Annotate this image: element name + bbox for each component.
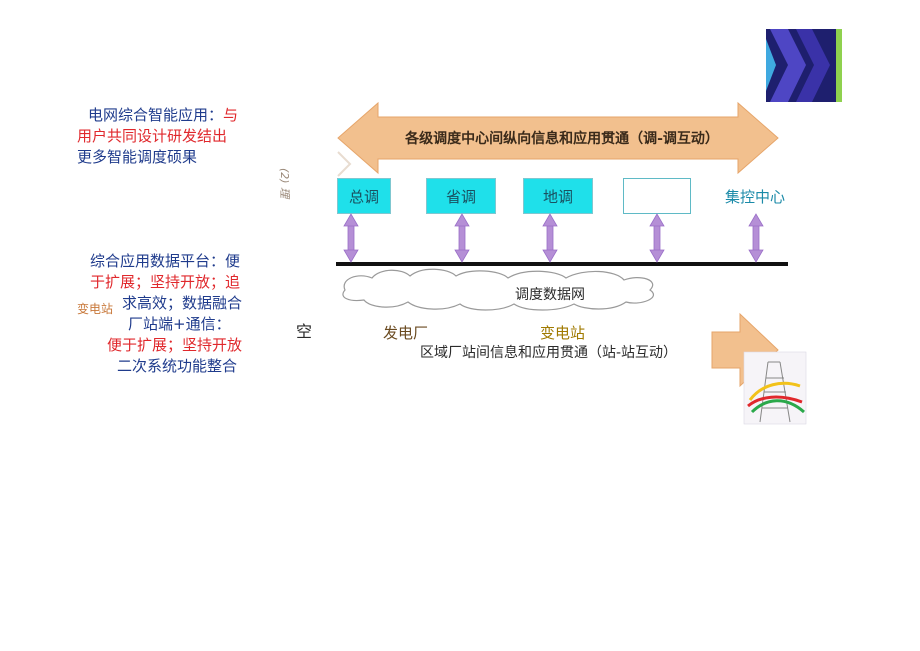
power-plant-label: 发电厂 [383, 324, 429, 342]
note1-title: 电网综合智能应用： [88, 106, 224, 124]
kong-label: 空 [296, 322, 313, 341]
corner-decoration [766, 29, 842, 102]
note1-line2: 用户共同设计研发结出 [77, 127, 228, 145]
note2-line6: 二次系统功能整合 [117, 357, 238, 375]
transmission-tower-icon [747, 361, 805, 423]
box-national-dispatch: 总调 [337, 178, 391, 214]
note1-text: 与 [223, 106, 239, 124]
bus-line [336, 262, 788, 266]
connector-3 [542, 213, 558, 263]
substation-label: 变电站 [540, 324, 586, 342]
box-provincial-dispatch: 省调 [426, 178, 496, 214]
top-double-arrow [337, 101, 779, 175]
connector-4 [649, 213, 665, 263]
left-vertical-text: (2) 理 [278, 168, 291, 199]
chevron-icon [766, 29, 842, 102]
top-arrow-label: 各级调度中心间纵向信息和应用贯通（调-调互动） [405, 131, 719, 147]
box-regional-dispatch: 地调 [523, 178, 593, 214]
bottom-arrow-label: 区域厂站间信息和应用贯通（站-站互动） [420, 345, 678, 361]
side-label-substation: 变电站 [77, 302, 114, 316]
tower-panel [743, 351, 807, 425]
note2-line4: 厂站端+通信： [128, 315, 231, 333]
box-empty [623, 178, 691, 214]
left-fragment [337, 151, 352, 177]
box-control-center: 集控中心 [718, 178, 792, 214]
note2-line3: 求高效；数据融合 [122, 294, 243, 312]
cloud-label: 调度数据网 [515, 287, 585, 303]
connector-5 [748, 213, 764, 263]
connector-1 [343, 213, 359, 263]
cloud-shape [342, 268, 654, 311]
note2-line1: 综合应用数据平台：便 [90, 252, 241, 270]
note1-line3: 更多智能调度硕果 [77, 148, 198, 166]
note2-line5: 便于扩展；坚持开放 [107, 336, 243, 354]
note-intelligent-apps: 电网综合智能应用：与 [88, 104, 238, 126]
connector-2 [454, 213, 470, 263]
note2-line2: 于扩展；坚持开放；追 [90, 273, 241, 291]
